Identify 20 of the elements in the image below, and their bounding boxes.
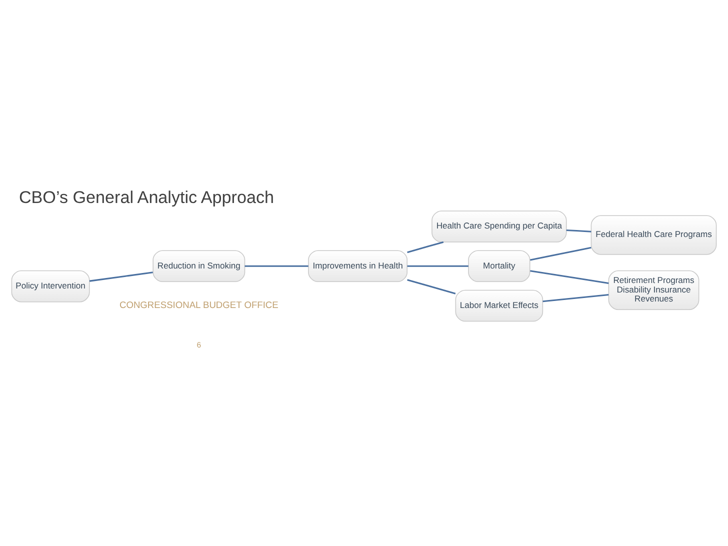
diagram-title: CBO’s General Analytic Approach — [18, 187, 274, 206]
connector — [407, 240, 444, 253]
node-box: Improvements in Health — [308, 250, 408, 282]
connector — [530, 270, 609, 284]
node-box: Policy Intervention — [11, 270, 90, 302]
node-box: Retirement Programs Disability Insurance Revenues — [608, 270, 700, 310]
node-box: Reduction in Smoking — [152, 250, 246, 282]
connector — [244, 264, 308, 266]
node-box: Federal Health Care Programs — [590, 214, 717, 254]
connector — [89, 271, 153, 282]
connector — [566, 228, 592, 232]
label: 6 — [196, 340, 202, 349]
connector — [530, 246, 592, 260]
label: CONGRESSIONAL BUDGET OFFICE — [119, 300, 278, 310]
connector — [542, 293, 609, 302]
connector — [407, 264, 468, 266]
connector — [407, 278, 456, 294]
node-box: Mortality — [468, 250, 530, 282]
node-box: Health Care Spending per Capita — [432, 210, 567, 242]
node-box: Labor Market Effects — [455, 289, 544, 322]
